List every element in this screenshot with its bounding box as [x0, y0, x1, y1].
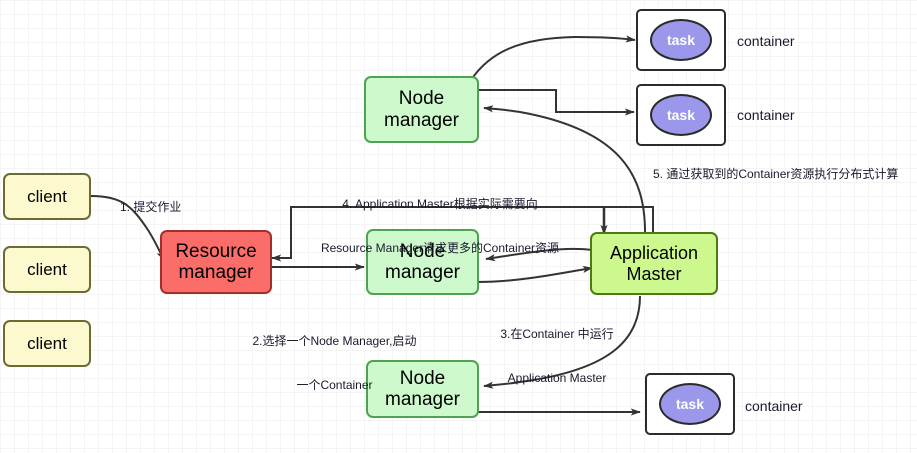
edge-label-step-2-line-1: 2.选择一个Node Manager,启动: [252, 334, 417, 349]
node-manager-label: Node manager: [384, 88, 459, 131]
application-master-label: Application Master: [609, 243, 699, 284]
edge-label-step-4: 4. Application Master根据实际需要向 Resource Ma…: [291, 168, 589, 285]
edge-label-step-2-line-2: 一个Container: [296, 378, 373, 393]
resource-manager-label: Resource manager: [175, 240, 257, 283]
node-manager-label: Node manager: [385, 367, 460, 410]
edge-top-node-manager-to-task-2: [477, 89, 635, 116]
node-manager-box-bottom[interactable]: Node manager: [366, 360, 479, 418]
node-manager-box-top[interactable]: Node manager: [364, 76, 479, 143]
edge-label-step-5: 5. 通过获取到的Container资源执行分布式计算: [653, 167, 899, 181]
edge-label-step-3-line-2: Application Master: [507, 371, 607, 386]
client-label: client: [27, 186, 67, 206]
container-caption-2: container: [737, 107, 795, 123]
edge-top-node-manager-to-task-1: [470, 35, 636, 81]
node-manager-box-middle[interactable]: Node manager: [366, 229, 479, 295]
edge-label-step-4-line-2: Resource Manager请求更多的Container资源: [320, 241, 560, 256]
client-box-3[interactable]: client: [3, 320, 91, 367]
edge-label-step-1: 1. 提交作业: [120, 200, 182, 214]
edge-label-step-3-line-1: 3.在Container 中运行: [500, 327, 614, 342]
client-label: client: [27, 333, 67, 353]
resource-manager-box[interactable]: Resource manager: [160, 230, 272, 294]
application-master-box[interactable]: Application Master: [590, 232, 718, 295]
task-ellipse-2[interactable]: task: [650, 94, 712, 136]
container-caption-1: container: [737, 33, 795, 49]
client-box-1[interactable]: client: [3, 173, 91, 220]
node-manager-label: Node manager: [385, 240, 460, 283]
task-ellipse-3[interactable]: task: [659, 383, 721, 425]
edge-label-step-4-line-1: 4. Application Master根据实际需要向: [342, 197, 538, 212]
container-caption-3: container: [745, 398, 803, 414]
client-box-2[interactable]: client: [3, 246, 91, 293]
task-label: task: [666, 107, 696, 123]
task-ellipse-1[interactable]: task: [650, 19, 712, 61]
task-label: task: [666, 32, 696, 48]
edge-label-step-2: 2.选择一个Node Manager,启动 一个Container: [232, 305, 437, 422]
client-label: client: [27, 259, 67, 279]
task-label: task: [675, 396, 705, 412]
edge-label-step-3: 3.在Container 中运行 Application Master: [487, 298, 627, 415]
